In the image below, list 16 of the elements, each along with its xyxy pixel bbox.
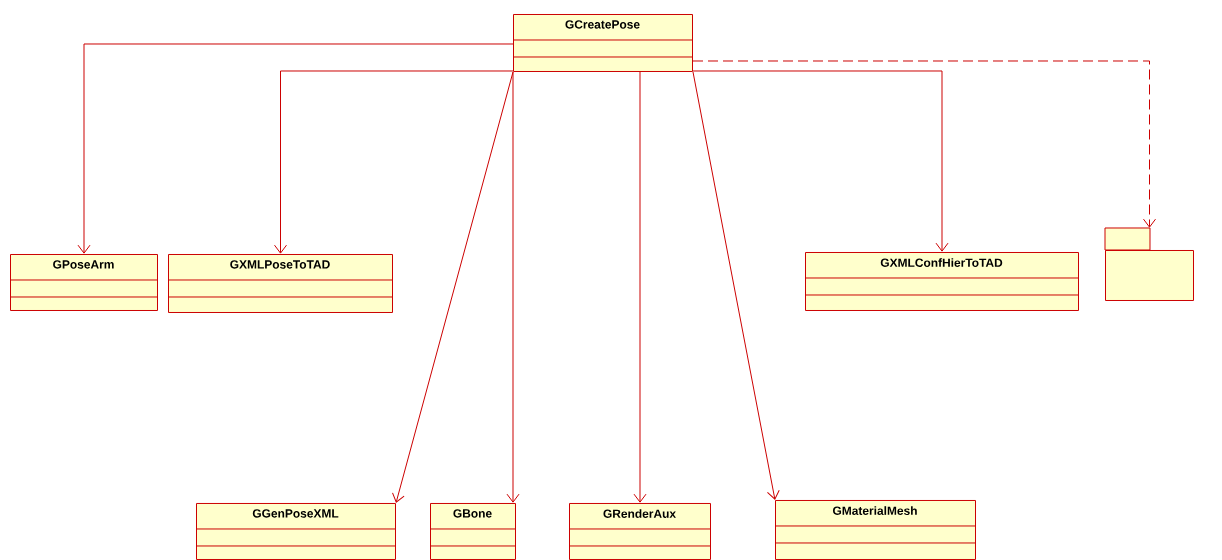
- dependency-arrow: [77, 43, 514, 254]
- dependency-arrow: [506, 71, 520, 503]
- class-box: GXMLConfHierToTAD: [804, 252, 1079, 311]
- class-box: GMaterialMesh: [774, 500, 976, 560]
- dependency-arrow: [274, 70, 514, 254]
- class-box: GXMLPoseToTAD: [167, 254, 393, 313]
- dependency-arrow: [692, 71, 780, 500]
- dependency-arrow: [633, 71, 647, 503]
- class-box: GBone: [429, 503, 516, 560]
- class-box: GPoseArm: [9, 254, 158, 311]
- package-folder: [1104, 227, 1194, 301]
- dependency-arrow: [692, 70, 949, 252]
- class-box: GGenPoseXML: [195, 503, 396, 560]
- class-box: GCreatePose: [512, 14, 693, 72]
- class-box: GRenderAux: [568, 503, 711, 560]
- dependency-arrow: [692, 60, 1156, 228]
